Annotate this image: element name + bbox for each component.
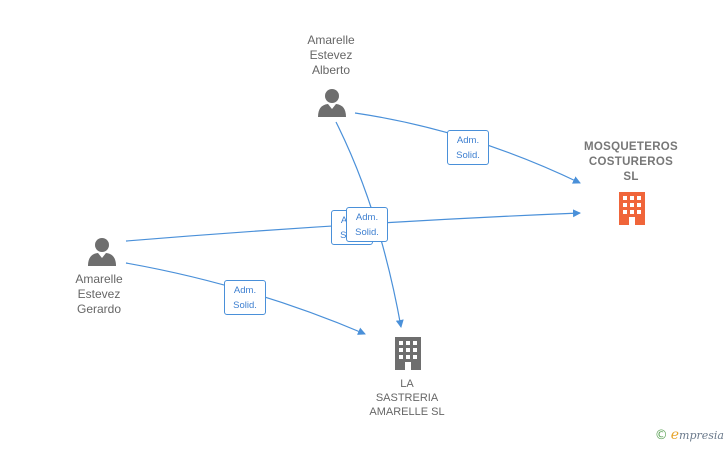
brand-name: mpresia — [679, 429, 724, 442]
label-line: COSTUREROS — [588, 156, 674, 168]
label-line: Alberto — [311, 63, 351, 77]
label-line: LA — [400, 378, 414, 390]
building-icon[interactable] — [616, 192, 648, 225]
label-line: SASTRERIA — [375, 392, 439, 404]
company-label-mosqueteros[interactable]: MOSQUETEROS COSTUREROS SL — [570, 140, 692, 185]
label-line: AMARELLE SL — [369, 406, 445, 418]
label-line: Amarelle — [307, 33, 355, 47]
edge-role-badge[interactable]: Adm. Solid. — [447, 130, 489, 165]
badge-line: Adm. — [233, 285, 257, 296]
person-icon[interactable] — [87, 237, 117, 266]
brand-initial: e — [670, 427, 680, 443]
badge-line: Solid. — [456, 150, 480, 161]
person-label-alberto[interactable]: Amarelle Estevez Alberto — [283, 33, 379, 78]
building-icon[interactable] — [392, 337, 424, 370]
badge-line: Solid. — [355, 227, 379, 238]
badge-line: Solid. — [233, 300, 257, 311]
badge-line: Adm. — [456, 135, 480, 146]
edge-role-badge[interactable]: Adm. Solid. — [224, 280, 266, 315]
person-label-gerardo[interactable]: Amarelle Estevez Gerardo — [51, 272, 147, 317]
label-line: Gerardo — [76, 302, 122, 316]
copyright-icon: © — [654, 428, 668, 443]
edge-role-badge[interactable]: Adm. Solid. — [346, 207, 388, 242]
label-line: Amarelle — [75, 272, 123, 286]
label-line: Estevez — [77, 287, 121, 301]
brand-watermark: ©empresia — [655, 427, 724, 443]
company-label-sastreria[interactable]: LA SASTRERIA AMARELLE SL — [349, 377, 465, 419]
label-line: SL — [623, 171, 639, 183]
label-line: Estevez — [309, 48, 353, 62]
badge-line: Adm. — [355, 212, 379, 223]
person-icon[interactable] — [317, 88, 347, 117]
label-line: MOSQUETEROS — [583, 141, 679, 153]
